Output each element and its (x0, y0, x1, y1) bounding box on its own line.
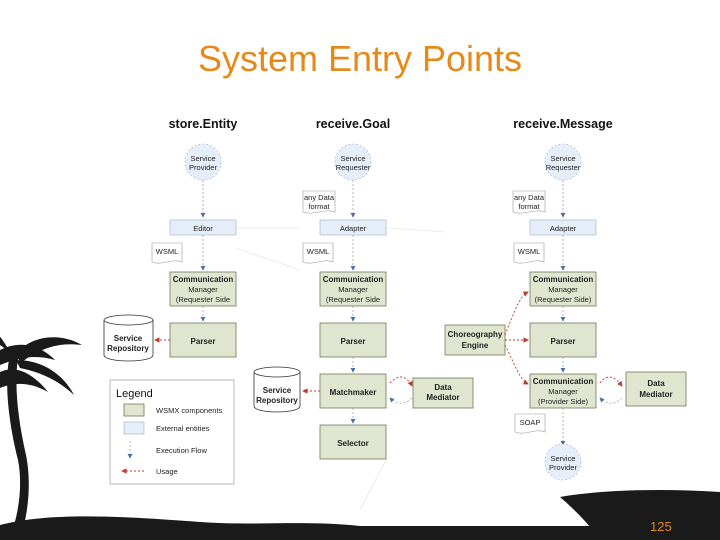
communication-manager-requester-node: Communication Manager (Requester Side) (529, 271, 597, 307)
svg-text:Selector: Selector (337, 439, 369, 448)
svg-text:any Data: any Data (304, 193, 335, 202)
svg-text:Data: Data (647, 379, 665, 388)
svg-text:Provider: Provider (189, 163, 217, 172)
data-mediator-node: Data Mediator (625, 371, 687, 407)
communication-manager-provider-node: Communication Manager (Provider Side) (529, 373, 597, 409)
service-requester-node: Service Requester (334, 143, 372, 181)
svg-text:Engine: Engine (462, 341, 489, 350)
svg-text:Service: Service (114, 334, 143, 343)
svg-text:WSML: WSML (156, 247, 179, 256)
svg-text:Choreography: Choreography (448, 330, 503, 339)
svg-text:Matchmaker: Matchmaker (330, 388, 377, 397)
svg-text:Adapter: Adapter (340, 224, 367, 233)
wsml-document: WSML (151, 242, 183, 264)
svg-text:Communication: Communication (533, 275, 594, 284)
svg-text:Service: Service (190, 154, 215, 163)
svg-text:Service: Service (263, 386, 292, 395)
service-provider-node: Service Provider (544, 443, 582, 481)
svg-text:Requester: Requester (546, 163, 581, 172)
store-entity-column: Service Provider Editor WSML Communicati… (103, 143, 237, 362)
svg-text:Manager: Manager (548, 285, 578, 294)
svg-text:Manager: Manager (338, 285, 368, 294)
svg-text:Adapter: Adapter (550, 224, 577, 233)
svg-text:Mediator: Mediator (639, 390, 672, 399)
legend-item-usage: Usage (121, 467, 178, 476)
page-number: 125 (650, 519, 672, 534)
wsml-document: WSML (513, 242, 545, 264)
receive-goal-column: Service Requester any Data format Adapte… (253, 143, 474, 460)
palm-tree-decoration (0, 336, 360, 540)
parser-node: Parser (529, 322, 597, 358)
svg-text:Provider: Provider (549, 463, 577, 472)
svg-text:WSMX components: WSMX components (156, 406, 223, 415)
svg-text:WSML: WSML (307, 247, 330, 256)
communication-manager-node: Communication Manager (Requester Side (169, 271, 237, 307)
legend-title: Legend (116, 388, 153, 400)
service-requester-node: Service Requester (544, 143, 582, 181)
column-header-receive-message: receive.Message (513, 117, 612, 131)
adapter-node: Adapter (529, 219, 597, 236)
service-repository-db: Service Repository (253, 366, 301, 413)
svg-text:Repository: Repository (256, 396, 298, 405)
parser-node: Parser (169, 322, 237, 358)
svg-text:Parser: Parser (551, 337, 576, 346)
svg-text:Editor: Editor (193, 224, 213, 233)
svg-text:SOAP: SOAP (520, 418, 541, 427)
svg-text:format: format (308, 202, 330, 211)
svg-text:WSML: WSML (518, 247, 541, 256)
column-header-receive-goal: receive.Goal (316, 117, 390, 131)
svg-text:Requester: Requester (336, 163, 371, 172)
svg-text:Mediator: Mediator (426, 393, 459, 402)
svg-text:format: format (518, 202, 540, 211)
svg-text:any Data: any Data (514, 193, 545, 202)
slide-title: System Entry Points (197, 38, 523, 79)
choreography-engine-node: Choreography Engine (444, 324, 506, 356)
boat-decoration (360, 489, 720, 540)
service-repository-db: Service Repository (103, 314, 154, 362)
svg-text:Parser: Parser (341, 337, 366, 346)
svg-text:Manager: Manager (548, 387, 578, 396)
selector-node: Selector (319, 424, 387, 460)
svg-text:Service: Service (550, 454, 575, 463)
svg-text:(Provider Side): (Provider Side) (538, 397, 589, 406)
communication-manager-node: Communication Manager (Requester Side (319, 271, 387, 307)
wsml-document: WSML (302, 242, 334, 264)
svg-text:Parser: Parser (191, 337, 216, 346)
svg-text:Execution Flow: Execution Flow (156, 446, 207, 455)
svg-text:Service: Service (550, 154, 575, 163)
svg-text:(Requester Side: (Requester Side (176, 295, 230, 304)
svg-text:Usage: Usage (156, 467, 178, 476)
legend: Legend WSMX components External entities… (109, 379, 235, 485)
legend-item-external-entities: External entities (123, 421, 210, 435)
svg-text:Service: Service (340, 154, 365, 163)
svg-text:Repository: Repository (107, 344, 149, 353)
svg-text:Manager: Manager (188, 285, 218, 294)
svg-text:Communication: Communication (533, 377, 594, 386)
service-provider-node: Service Provider (184, 143, 222, 181)
svg-text:Communication: Communication (173, 275, 234, 284)
receive-message-column: Service Requester any Data format Adapte… (444, 143, 687, 481)
legend-item-execution-flow: Execution Flow (127, 441, 207, 459)
matchmaker-node: Matchmaker (319, 373, 387, 409)
svg-text:(Requester Side: (Requester Side (326, 295, 380, 304)
column-header-store-entity: store.Entity (169, 117, 238, 131)
adapter-node: Adapter (319, 219, 387, 236)
data-mediator-node: Data Mediator (412, 377, 474, 409)
soap-document: SOAP (514, 413, 546, 434)
parser-node: Parser (319, 322, 387, 358)
svg-text:Communication: Communication (323, 275, 384, 284)
svg-text:External entities: External entities (156, 424, 210, 433)
background-connectors (235, 227, 446, 511)
svg-text:(Requester Side): (Requester Side) (535, 295, 592, 304)
editor-node: Editor (169, 219, 237, 236)
svg-text:Data: Data (434, 383, 452, 392)
any-data-format-document: any Data format (512, 190, 546, 214)
legend-item-wsmx-components: WSMX components (123, 403, 223, 417)
any-data-format-document: any Data format (302, 190, 336, 214)
